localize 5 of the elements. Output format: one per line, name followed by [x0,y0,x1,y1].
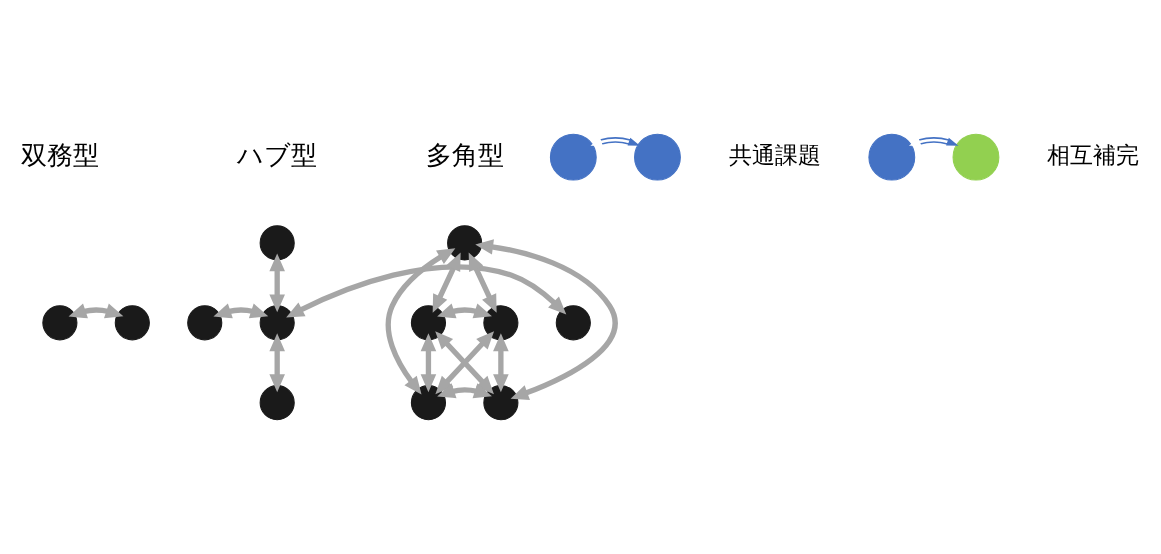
label: ハブ型 [237,139,318,170]
node-label: 共通課題 [728,141,821,170]
node-label: 相互補完 [1047,141,1140,170]
label: 双務型 [20,139,99,170]
label: 多角型 [425,139,504,170]
